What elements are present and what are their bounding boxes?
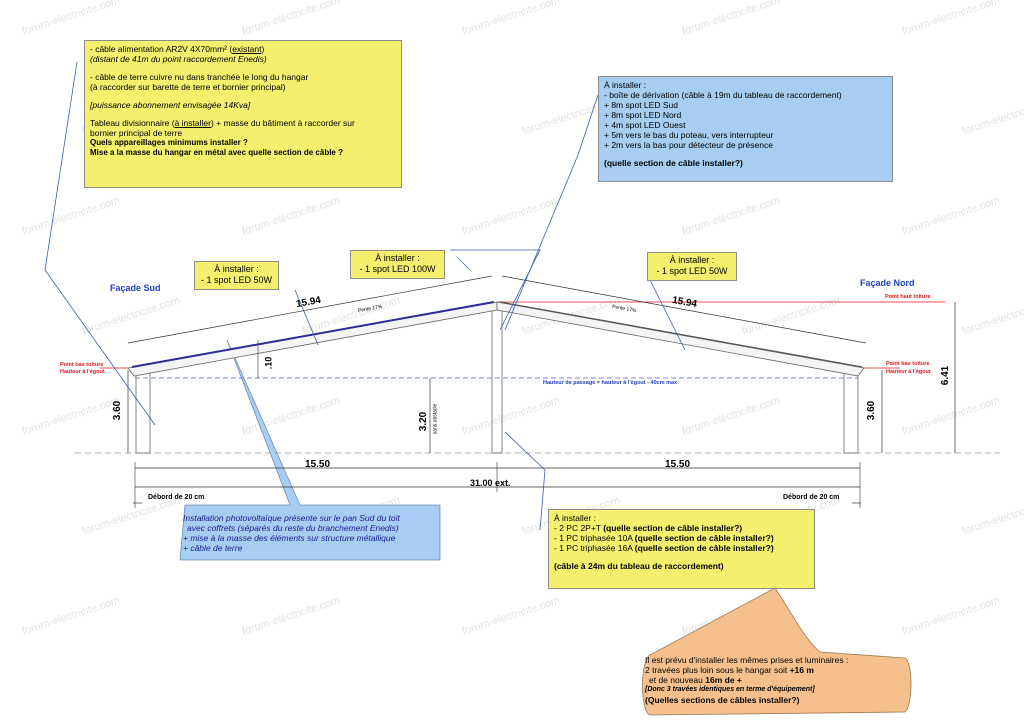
column-left	[135, 367, 151, 454]
main-line-5: [puissance abonnement envisagée 14Kva]	[90, 100, 251, 110]
pv-line-4: + câble de terre	[183, 543, 243, 553]
info-box-sockets: À installer : - 2 PC 2P+T (quelle sectio…	[548, 509, 815, 589]
main-line-3: - câble de terre cuivre nu dans tranchée…	[90, 72, 309, 82]
pv-callout-shape	[179, 339, 441, 561]
main-line-4: (à raccorder sur barette de terre et bor…	[90, 82, 286, 92]
height-right-label: 3.60	[866, 400, 878, 421]
future-line-2: 2 travées plus loin sous le hangar soit …	[645, 665, 814, 675]
height-center-label: 3.20	[418, 411, 430, 432]
light-line-5: + 4m spot LED Ouest	[604, 120, 686, 130]
future-line-4: [Donc 3 travées identiques en terme d'éq…	[645, 686, 815, 693]
sockets-line-2: - 2 PC 2P+T (quelle section de câble ins…	[554, 523, 743, 533]
sockets-line-4: - 1 PC triphasée 16A (quelle section de …	[554, 543, 774, 553]
pv-line-2: avec coffrets (séparés du reste du branc…	[187, 523, 399, 533]
pv-note: Installation photovoltaïque présente sur…	[183, 513, 445, 553]
sockets-line-3: - 1 PC triphasée 10A (quelle section de …	[554, 533, 774, 543]
leader-center-spot	[450, 249, 541, 331]
light-line-3: + 8m spot LED Sud	[604, 100, 678, 110]
sockets-line-1: À installer :	[554, 513, 597, 523]
point-bas-left: Point bas toiture	[60, 362, 104, 368]
info-box-center-spot: À installer : - 1 spot LED 100W	[350, 250, 445, 279]
main-line-6: Tableau divisionnaire (à installer) + ma…	[90, 118, 355, 128]
sockets-line-5: (câble à 24m du tableau de raccordement)	[554, 561, 724, 571]
pv-line-1: Installation photovoltaïque présente sur…	[183, 513, 400, 523]
facade-south-label: Façade Sud	[110, 283, 161, 293]
dim-rafter-right	[501, 275, 867, 344]
pv-line-3: + mise à la masse des éléments sur struc…	[183, 533, 396, 543]
main-line-1: - câble alimentation AR2V 4X70mm² (exist…	[90, 44, 265, 54]
light-line-8: (quelle section de câble installer?)	[604, 158, 743, 168]
light-line-4: + 8m spot LED Nord	[604, 110, 682, 120]
south-spot-line-1: À installer :	[214, 264, 259, 274]
leader-sockets	[504, 431, 546, 531]
dim-span-left-label: 15.50	[305, 459, 331, 470]
light-line-6: + 5m vers le bas du poteau, vers interru…	[604, 130, 774, 140]
north-spot-line-1: À installer :	[669, 255, 715, 265]
leader-center-spot2	[457, 257, 471, 271]
gap-label: .10	[263, 356, 274, 370]
light-line-1: À installer :	[604, 80, 647, 90]
point-bas-right: Point bas toiture	[886, 361, 930, 367]
roof-north-edge	[499, 301, 863, 368]
dim-total-label: 31.00 ext.	[470, 478, 511, 488]
pv-panels	[131, 301, 495, 368]
future-line-1: Il est prévu d'installer les mêmes prise…	[645, 655, 849, 665]
main-line-9: Mise a la masse du hangar en métal avec …	[90, 148, 343, 157]
passage-label: Hauteur de passage = hauteur à l'égout -…	[543, 380, 678, 386]
roof-north	[496, 301, 865, 377]
center-spot-line-2: - 1 spot LED 100W	[359, 264, 436, 274]
column-right	[843, 367, 859, 454]
leader-south-spot	[294, 289, 319, 346]
facade-north-label: Façade Nord	[860, 278, 915, 288]
height-left-label: 3.60	[112, 400, 124, 421]
hauteur-egout-right: Hauteur à l'égout	[886, 369, 931, 375]
roof-south	[127, 301, 498, 377]
center-spot-line-1: À installer :	[375, 253, 420, 263]
info-box-main: - câble alimentation AR2V 4X70mm² (exist…	[84, 40, 402, 188]
leader-main	[44, 61, 156, 426]
overhang-left-label: Débord de 20 cm	[148, 494, 205, 501]
future-line-5: (Quelles sections de câbles installer?)	[645, 695, 800, 705]
future-note: Il est prévu d'installer les mêmes prise…	[645, 655, 907, 705]
dim-rafter-left	[127, 275, 493, 344]
future-line-3: et de nouveau 16m de +	[649, 675, 742, 685]
height-center-note: sans obstacle	[432, 403, 439, 435]
main-line-2: (distant de 41m du point raccordement En…	[90, 54, 267, 64]
light-line-2: - boîte de dérivation (câble à 19m du ta…	[604, 90, 842, 100]
info-box-south-spot: À installer : - 1 spot LED 50W	[194, 261, 279, 290]
north-spot-line-2: - 1 spot LED 50W	[656, 266, 728, 276]
total-height-label: 6.41	[940, 365, 952, 386]
leader-north-spot	[649, 279, 686, 351]
info-box-north-spot: À installer : - 1 spot LED 50W	[647, 252, 737, 281]
light-line-7: + 2m vers la bas pour détecteur de prése…	[604, 140, 773, 150]
future-callout-shape	[642, 587, 912, 716]
main-line-8: Quels appareillages minimums installer ?	[90, 138, 248, 147]
dim-span-right-label: 15.50	[665, 459, 691, 470]
leader-right-top	[504, 94, 599, 331]
overhang-right-label: Débord de 20 cm	[783, 494, 840, 501]
info-box-lighting: À installer : - boîte de dérivation (câb…	[598, 76, 893, 182]
main-line-7: bornier principal de terre	[90, 128, 183, 138]
point-haut-label: Point haut toiture	[885, 294, 931, 300]
hauteur-egout-left: Hauteur à l'égout	[60, 369, 105, 375]
south-spot-line-2: - 1 spot LED 50W	[200, 275, 273, 285]
